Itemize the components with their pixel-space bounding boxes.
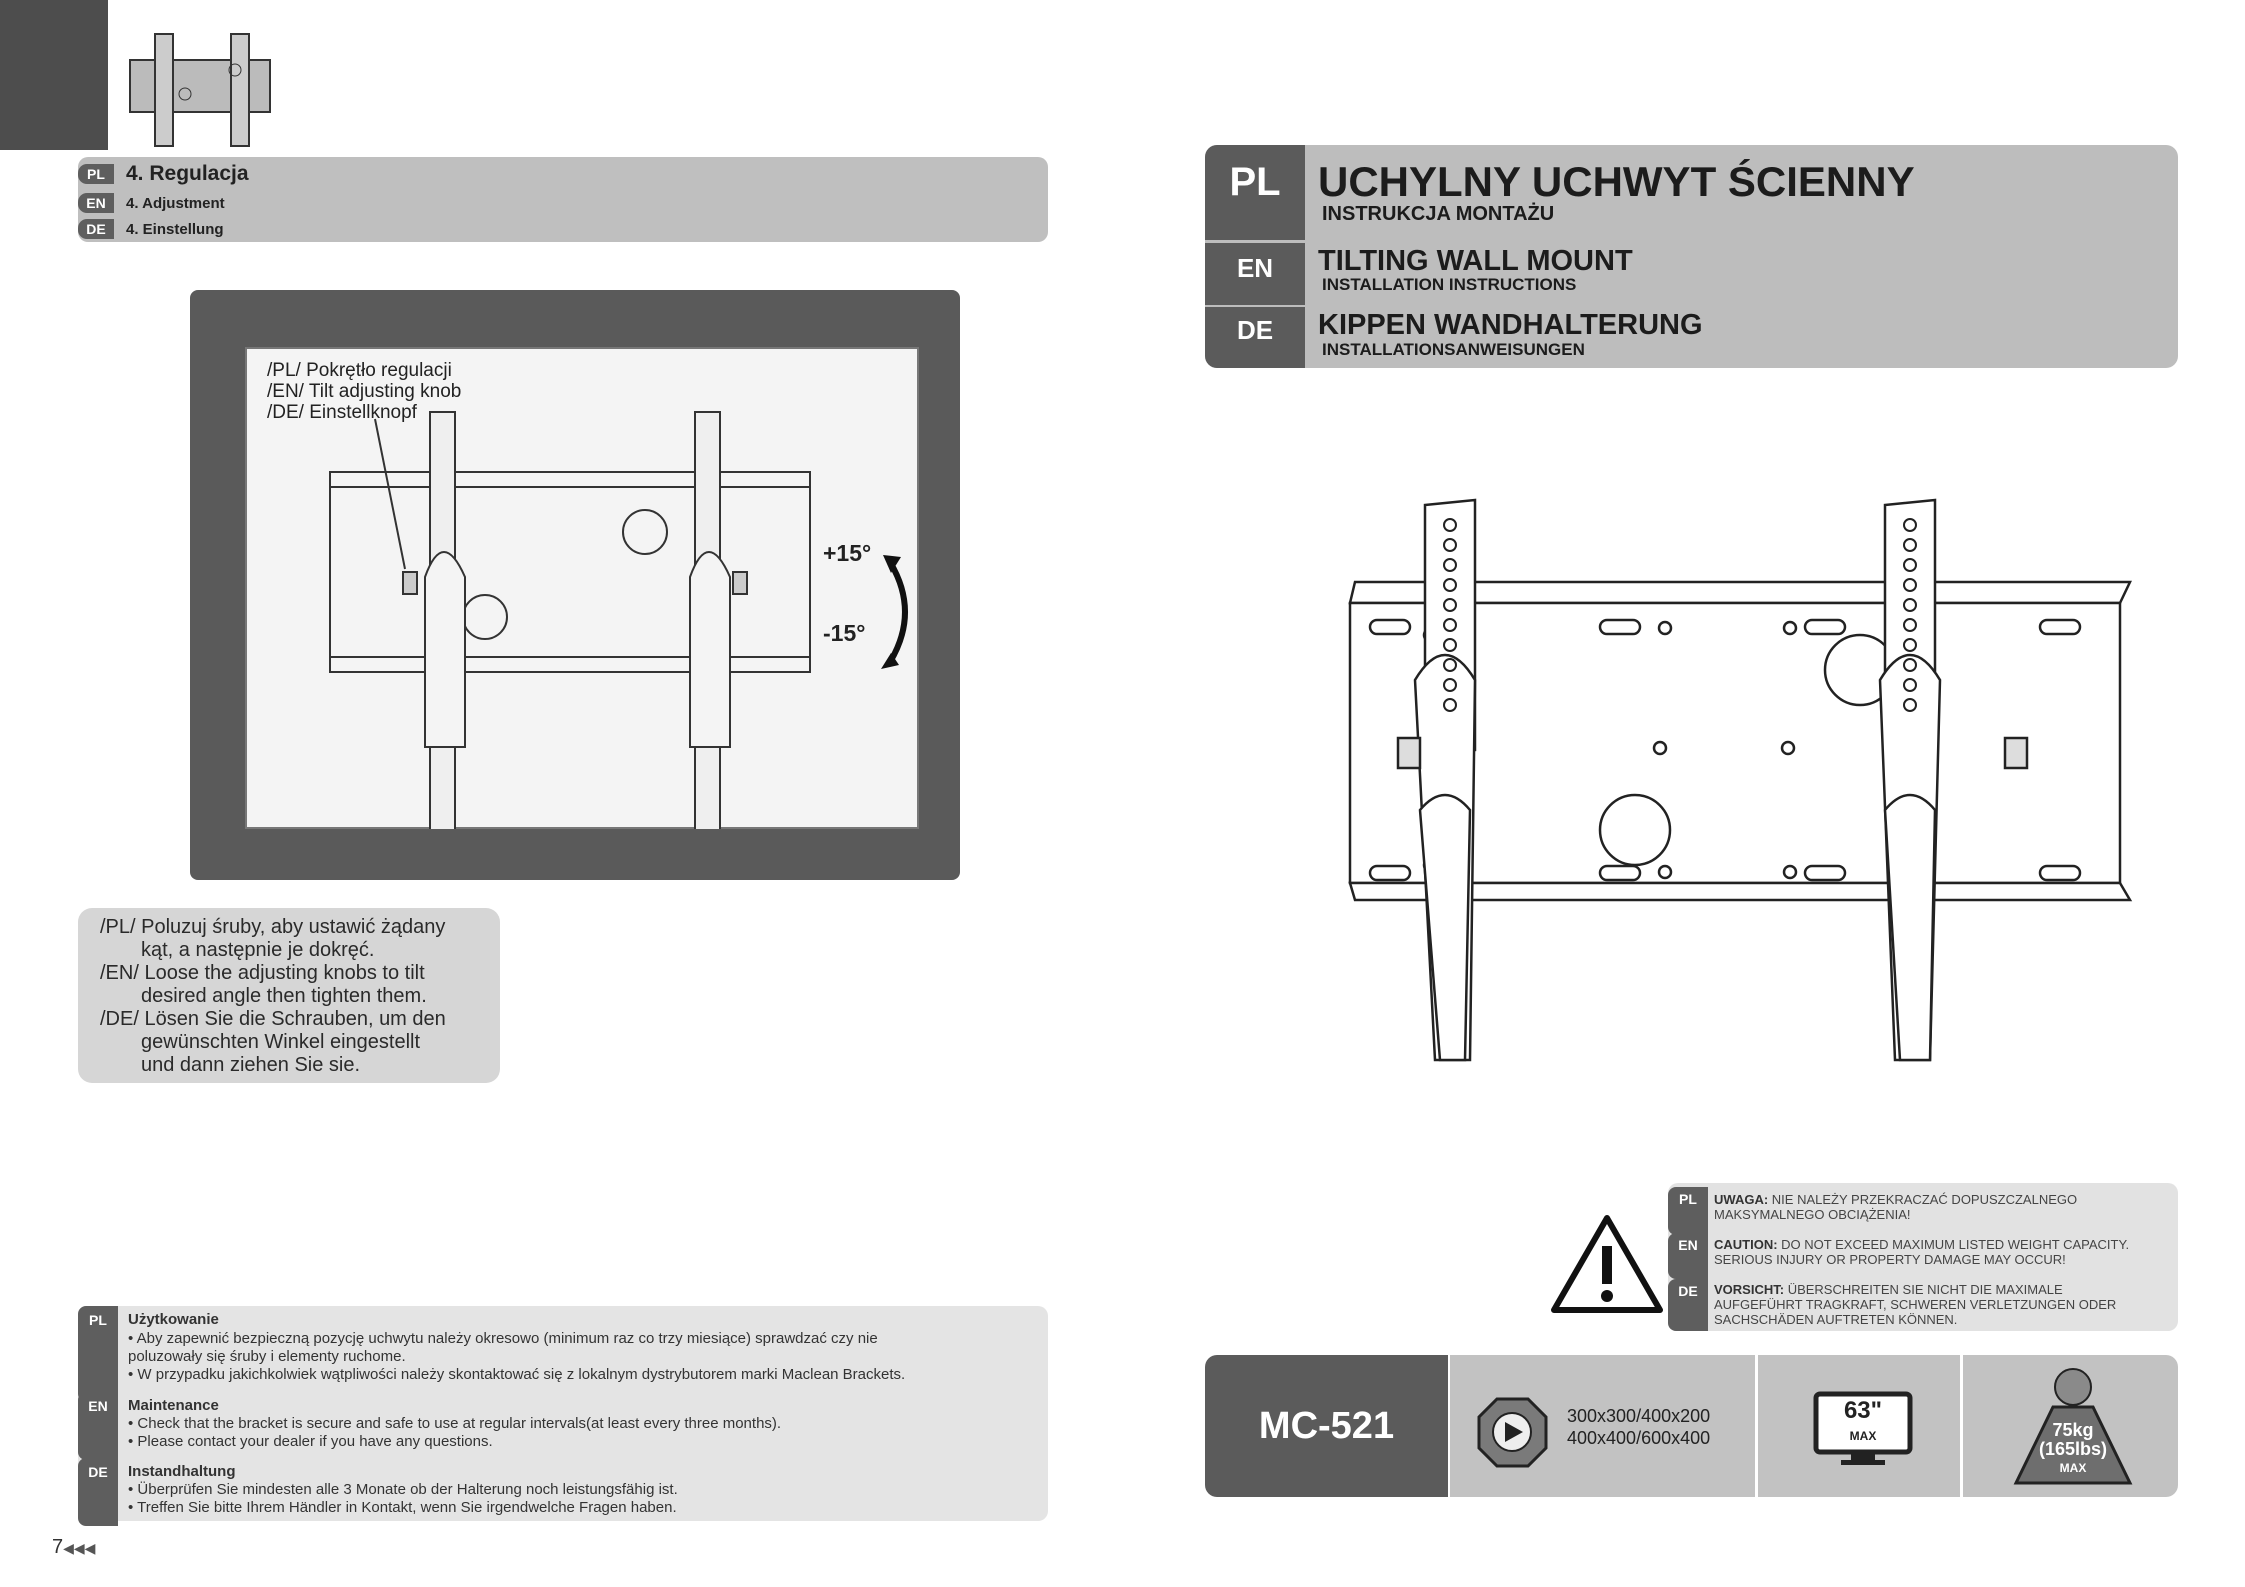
warning-de: VORSICHT: ÜBERSCHREITEN SIE NICHT DIE MA… — [1714, 1282, 2116, 1327]
warning-label: UWAGA: — [1714, 1192, 1769, 1207]
warning-text: AUFGEFÜHRT TRAGKRAFT, SCHWEREN VERLETZUN… — [1714, 1297, 2117, 1312]
lang-tag: EN — [78, 193, 114, 213]
vesa-line-1: 300x300/400x200 — [1567, 1406, 1711, 1426]
lang-tag: DE — [1668, 1279, 1708, 1331]
lang-tag: EN — [1668, 1233, 1708, 1279]
warning-label: CAUTION: — [1714, 1237, 1778, 1252]
warning-en: CAUTION: DO NOT EXCEED MAXIMUM LISTED WE… — [1714, 1237, 2129, 1267]
tilting-wall-mount-drawing — [1348, 498, 2133, 1062]
screen-size-max: MAX — [1849, 1429, 1877, 1443]
section-title: 4. Adjustment — [126, 194, 225, 212]
section-header-bar — [78, 157, 1048, 242]
subtitle-de: INSTALLATIONSANWEISUNGEN — [1322, 340, 1585, 359]
callout-line: /PL/ Poluzuj śruby, aby ustawić żądany — [100, 916, 446, 938]
section-title-en: EN 4. Adjustment — [78, 193, 225, 213]
warning-label: VORSICHT: — [1714, 1282, 1785, 1297]
lang-tag: DE — [78, 219, 114, 239]
instruction-callout: /PL/ Poluzuj śruby, aby ustawić żądany k… — [78, 908, 500, 1083]
section-title-de: DE 4. Einstellung — [78, 219, 224, 239]
callout-line: /DE/ Lösen Sie die Schrauben, um den — [100, 1008, 446, 1030]
tv-monitor-icon — [1813, 1391, 1913, 1465]
callout-line: /EN/ Loose the adjusting knobs to tilt — [100, 962, 425, 984]
maintenance-line: • Treffen Sie bitte Ihrem Händler in Kon… — [128, 1499, 677, 1516]
vesa-line-2: 400x400/600x400 — [1567, 1428, 1711, 1448]
max-load-cell: 75kg (165lbs) MAX — [1963, 1355, 2178, 1497]
warning-text: DO NOT EXCEED MAXIMUM LISTED WEIGHT CAPA… — [1781, 1237, 2130, 1252]
subtitle-pl: INSTRUKCJA MONTAŻU — [1322, 203, 1555, 225]
lang-tag: PL — [78, 1306, 118, 1402]
subtitle-en: INSTALLATION INSTRUCTIONS — [1322, 275, 1577, 294]
warning-text: ÜBERSCHREITEN SIE NICHT DIE MAXIMALE — [1787, 1282, 2063, 1297]
maintenance-line: • Überprüfen Sie mindesten alle 3 Monate… — [128, 1481, 678, 1498]
warning-text: MAKSYMALNEGO OBCIĄŻENIA! — [1714, 1207, 1911, 1222]
angle-minus-label: -15° — [823, 620, 866, 646]
maintenance-line: • Check that the bracket is secure and s… — [128, 1415, 782, 1432]
weight-icon — [2013, 1368, 2133, 1485]
knob-label-en: /EN/ Tilt adjusting knob — [267, 381, 462, 402]
warning-box — [1668, 1183, 2178, 1331]
page-arrows-icon: ◀◀◀ — [63, 1540, 96, 1556]
angle-plus-label: +15° — [823, 540, 872, 566]
lang-tag: EN — [78, 1392, 118, 1460]
lang-tag: DE — [78, 1458, 118, 1526]
lang-tag: DE — [1205, 307, 1305, 368]
section-title-pl: PL 4. Regulacja — [78, 162, 249, 186]
warning-text: NIE NALEŻY PRZEKRACZAĆ DOPUSZCZALNEGO — [1771, 1192, 2078, 1207]
knob-label: /PL/ Pokrętło regulacji /EN/ Tilt adjust… — [267, 360, 461, 423]
lang-tag: EN — [1205, 243, 1305, 305]
page-number-value: 7 — [52, 1536, 64, 1558]
callout-line: und dann ziehen Sie sie. — [141, 1054, 361, 1076]
lang-tag: PL — [78, 164, 114, 184]
weight-label: 75kg (165lbs) MAX — [2008, 1421, 2138, 1478]
knob-label-de: /DE/ Einstellknopf — [267, 402, 417, 423]
maintenance-box — [78, 1306, 1048, 1521]
vesa-badge-icon — [1477, 1397, 1548, 1468]
title-de: KIPPEN WANDHALTERUNG — [1318, 309, 1703, 341]
maintenance-line: • W przypadku jakichkolwiek wątpliwości … — [128, 1366, 906, 1383]
callout-line: desired angle then tighten them. — [141, 985, 427, 1007]
title-pl: UCHYLNY UCHWYT ŚCIENNY — [1318, 158, 1915, 205]
weight-max: MAX — [2059, 1461, 2087, 1475]
maintenance-line: poluzowały się śruby i elementy ruchome. — [128, 1348, 406, 1365]
screen-size-cell: 63" MAX — [1758, 1355, 1960, 1497]
vesa-cell: 300x300/400x200 400x400/600x400 — [1450, 1355, 1755, 1497]
knob-label-pl: /PL/ Pokrętło regulacji — [267, 360, 452, 381]
maintenance-heading-pl: Użytkowanie — [128, 1311, 219, 1328]
maintenance-heading-de: Instandhaltung — [128, 1463, 236, 1480]
maintenance-line: • Please contact your dealer if you have… — [128, 1433, 493, 1450]
warning-pl: UWAGA: NIE NALEŻY PRZEKRACZAĆ DOPUSZCZAL… — [1714, 1192, 2077, 1222]
warning-text: SERIOUS INJURY OR PROPERTY DAMAGE MAY OC… — [1714, 1252, 2066, 1267]
title-en: TILTING WALL MOUNT — [1318, 245, 1633, 277]
bracket-thumbnail-image — [129, 33, 271, 147]
page-number: 7◀◀◀ — [52, 1536, 95, 1559]
weight-lbs: (165lbs) — [2038, 1439, 2108, 1459]
callout-line: gewünschten Winkel eingestellt — [141, 1031, 421, 1053]
lang-tag: PL — [1668, 1187, 1708, 1235]
lang-tag: PL — [1205, 145, 1305, 240]
model-number: MC-521 — [1205, 1355, 1448, 1497]
title-box — [1205, 145, 2178, 368]
page-corner-block — [0, 0, 108, 150]
weight-kg: 75kg — [2052, 1420, 2094, 1440]
warning-text: SACHSCHÄDEN AUFTRETEN KÖNNEN. — [1714, 1312, 1958, 1327]
warning-triangle-icon — [1551, 1215, 1663, 1313]
screen-size-value: 63" — [1843, 1397, 1883, 1424]
maintenance-heading-en: Maintenance — [128, 1397, 219, 1414]
section-title: 4. Einstellung — [126, 220, 224, 238]
callout-line: kąt, a następnie je dokręć. — [141, 939, 375, 961]
section-title: 4. Regulacja — [126, 162, 249, 185]
maintenance-line: • Aby zapewnić bezpieczną pozycję uchwyt… — [128, 1330, 878, 1347]
bracket-behind-tv-drawing — [329, 411, 908, 829]
